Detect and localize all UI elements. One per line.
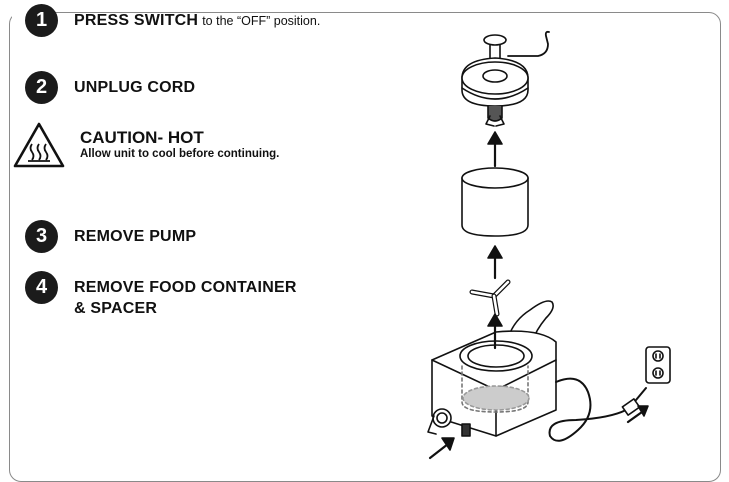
- step-number-badge: 3: [25, 220, 58, 253]
- caution-body: Allow unit to cool before continuing.: [80, 148, 280, 160]
- step-title: UNPLUG CORD: [74, 79, 196, 96]
- food-container-illustration: [461, 167, 529, 237]
- step-title: PRESS SWITCH: [74, 11, 199, 29]
- step-title-line2: & SPACER: [74, 300, 158, 317]
- step-number-badge: 2: [25, 71, 58, 104]
- caution-block: CAUTION- HOT Allow unit to cool before c…: [12, 121, 279, 169]
- disassembly-illustration: [427, 30, 671, 460]
- step-label: REMOVE FOOD CONTAINER & SPACER: [74, 277, 297, 319]
- step-number-badge: 1: [25, 4, 58, 37]
- step-4: 4 REMOVE FOOD CONTAINER & SPACER: [25, 271, 297, 319]
- wall-outlet-illustration: [645, 346, 671, 384]
- step-suffix: to the “OFF” position.: [202, 13, 321, 28]
- caution-text: CAUTION- HOT Allow unit to cool before c…: [80, 129, 279, 161]
- warmer-base-illustration: [427, 300, 557, 437]
- step-title: REMOVE FOOD CONTAINER: [74, 279, 297, 296]
- caution-title: CAUTION- HOT: [80, 128, 204, 147]
- step-number-badge: 4: [25, 271, 58, 304]
- step-2: 2 UNPLUG CORD: [25, 71, 195, 104]
- step-title: REMOVE PUMP: [74, 228, 197, 245]
- step-3: 3 REMOVE PUMP: [25, 220, 196, 253]
- pump-illustration: [461, 30, 550, 127]
- spacer-illustration: [469, 279, 511, 317]
- hot-surface-warning-icon: [13, 122, 65, 168]
